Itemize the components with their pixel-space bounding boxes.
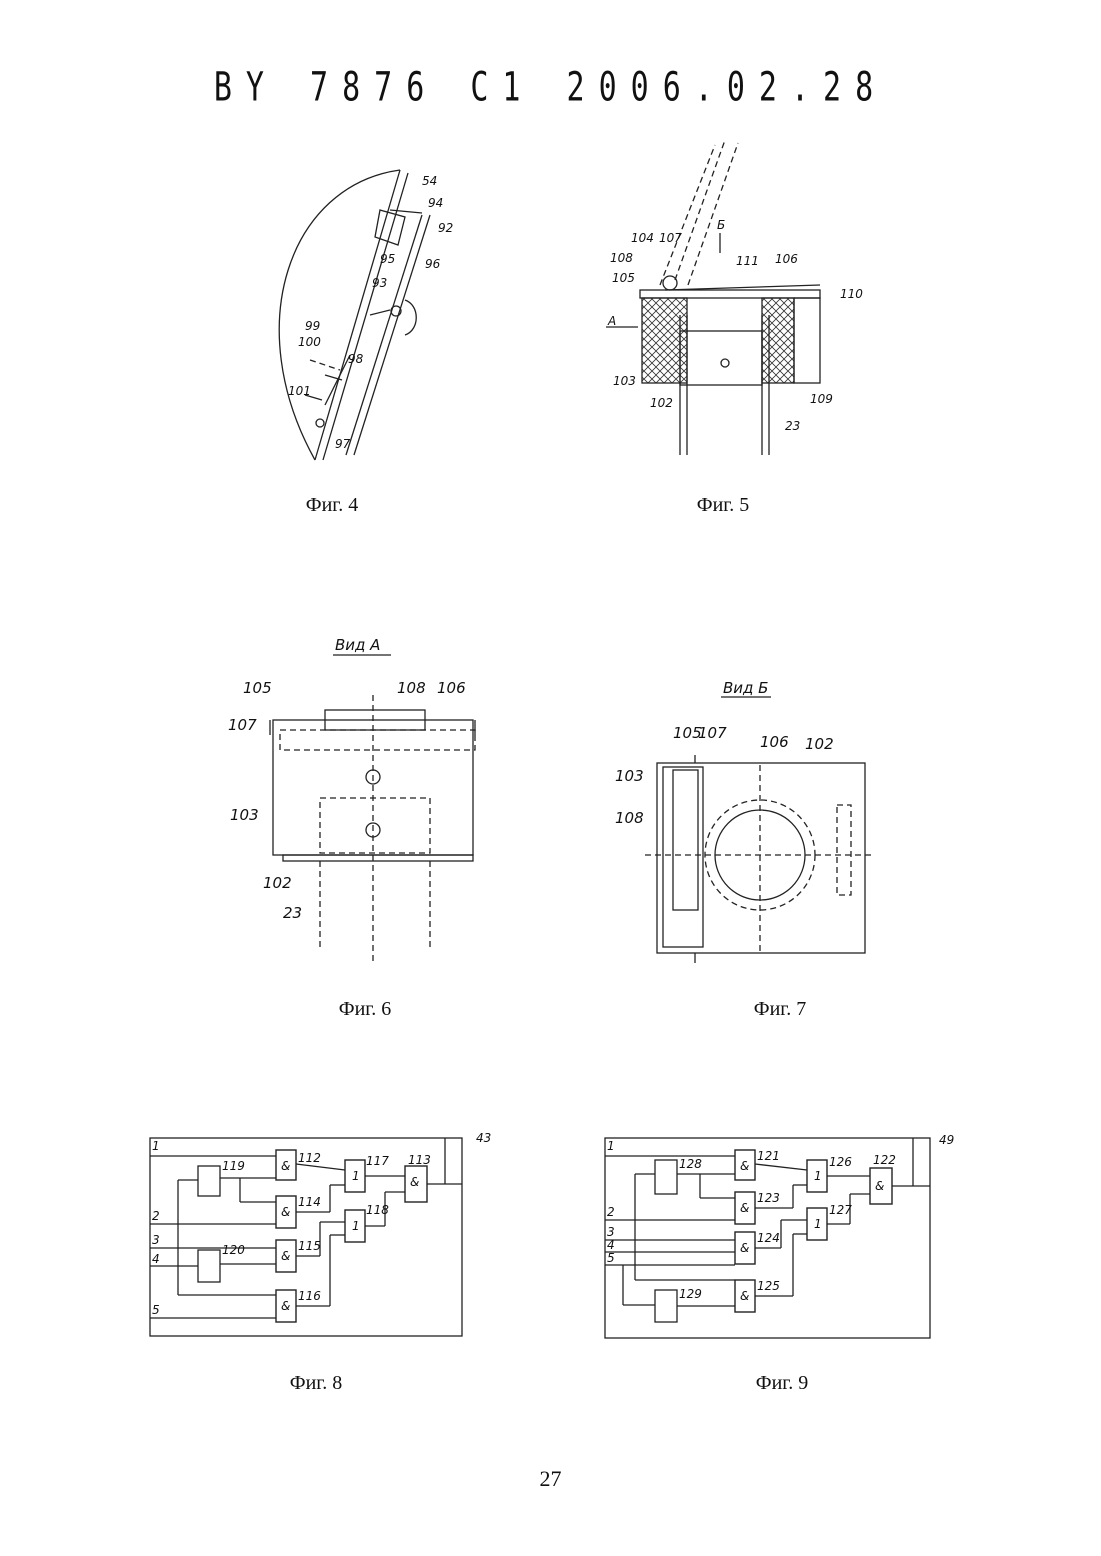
svg-text:102: 102 xyxy=(650,396,673,410)
svg-text:54: 54 xyxy=(422,174,437,188)
svg-text:102: 102 xyxy=(263,874,292,892)
svg-text:125: 125 xyxy=(757,1279,780,1293)
svg-text:&: & xyxy=(740,1241,749,1255)
figure-4-labels: 54 94 92 95 96 93 99 100 98 101 97 xyxy=(288,174,453,451)
svg-text:23: 23 xyxy=(785,419,800,433)
svg-text:1: 1 xyxy=(152,1139,160,1153)
svg-text:105: 105 xyxy=(243,679,272,697)
svg-text:102: 102 xyxy=(805,735,834,753)
page-number: 27 xyxy=(0,1466,1101,1492)
svg-text:98: 98 xyxy=(348,352,364,366)
svg-text:&: & xyxy=(740,1159,749,1173)
figure-9-caption: Фиг. 9 xyxy=(722,1372,842,1395)
svg-text:107: 107 xyxy=(698,724,727,742)
svg-text:&: & xyxy=(281,1299,290,1313)
svg-text:108: 108 xyxy=(610,251,633,265)
svg-text:95: 95 xyxy=(380,252,395,266)
figure-7-title: Вид Б xyxy=(723,679,768,697)
svg-text:103: 103 xyxy=(615,767,644,785)
svg-text:49: 49 xyxy=(939,1133,954,1147)
svg-text:129: 129 xyxy=(679,1287,702,1301)
svg-text:&: & xyxy=(281,1249,290,1263)
figure-8-logic-diagram: 43 1 2 3 4 5 112 119 117 113 114 118 120… xyxy=(140,1130,510,1345)
svg-text:3: 3 xyxy=(607,1225,615,1239)
svg-text:5: 5 xyxy=(152,1303,160,1317)
document-header: BY 7876 C1 2006.02.28 xyxy=(0,64,1101,111)
svg-text:107: 107 xyxy=(228,716,257,734)
figure-5-caption: Фиг. 5 xyxy=(663,494,783,517)
svg-text:43: 43 xyxy=(476,1131,491,1145)
svg-text:4: 4 xyxy=(152,1252,160,1266)
figure-9-labels: 49 1 2 3 4 5 121 128 126 122 123 127 124… xyxy=(607,1133,954,1303)
svg-text:2: 2 xyxy=(607,1205,615,1219)
svg-text:5: 5 xyxy=(607,1251,615,1265)
figure-6-title: Вид А xyxy=(335,636,380,654)
svg-text:Б: Б xyxy=(717,218,725,232)
svg-text:1: 1 xyxy=(352,1219,360,1233)
figure-6-caption: Фиг. 6 xyxy=(305,998,425,1021)
svg-text:&: & xyxy=(410,1175,419,1189)
figure-5-drawing: 104 107 108 105 Б 111 106 110 А 103 102 … xyxy=(600,135,870,465)
svg-text:&: & xyxy=(740,1201,749,1215)
svg-text:124: 124 xyxy=(757,1231,780,1245)
svg-text:92: 92 xyxy=(438,221,453,235)
figure-4-drawing: 54 94 92 95 96 93 99 100 98 101 97 xyxy=(250,165,480,470)
svg-text:106: 106 xyxy=(437,679,466,697)
svg-text:121: 121 xyxy=(757,1149,780,1163)
figure-7-labels: 105 107 106 102 103 108 xyxy=(615,724,834,827)
svg-text:101: 101 xyxy=(288,384,311,398)
svg-text:4: 4 xyxy=(607,1238,615,1252)
svg-text:117: 117 xyxy=(366,1154,389,1168)
svg-text:&: & xyxy=(875,1179,884,1193)
svg-text:1: 1 xyxy=(607,1139,615,1153)
svg-text:118: 118 xyxy=(366,1203,389,1217)
svg-text:23: 23 xyxy=(283,904,302,922)
svg-text:2: 2 xyxy=(152,1209,160,1223)
svg-text:96: 96 xyxy=(425,257,441,271)
svg-text:109: 109 xyxy=(810,392,833,406)
svg-text:&: & xyxy=(281,1205,290,1219)
svg-text:99: 99 xyxy=(305,319,320,333)
svg-text:114: 114 xyxy=(298,1195,321,1209)
svg-text:108: 108 xyxy=(615,809,644,827)
svg-text:110: 110 xyxy=(840,287,863,301)
figure-9-logic-diagram: 49 1 2 3 4 5 121 128 126 122 123 127 124… xyxy=(595,1130,970,1345)
svg-text:112: 112 xyxy=(298,1151,321,1165)
figure-6-drawing: Вид А 105 108 106 107 103 102 23 xyxy=(225,625,500,970)
svg-text:&: & xyxy=(281,1159,290,1173)
svg-text:93: 93 xyxy=(372,276,387,290)
svg-text:94: 94 xyxy=(428,196,443,210)
svg-text:111: 111 xyxy=(736,254,759,268)
figure-4-caption: Фиг. 4 xyxy=(272,494,392,517)
svg-text:104: 104 xyxy=(631,231,654,245)
svg-text:123: 123 xyxy=(757,1191,780,1205)
svg-text:113: 113 xyxy=(408,1153,431,1167)
svg-text:116: 116 xyxy=(298,1289,321,1303)
svg-text:120: 120 xyxy=(222,1243,245,1257)
svg-text:128: 128 xyxy=(679,1157,702,1171)
svg-text:119: 119 xyxy=(222,1159,245,1173)
svg-text:97: 97 xyxy=(335,437,351,451)
figure-7-caption: Фиг. 7 xyxy=(720,998,840,1021)
svg-text:1: 1 xyxy=(352,1169,360,1183)
svg-text:103: 103 xyxy=(230,806,259,824)
svg-text:106: 106 xyxy=(775,252,798,266)
svg-text:115: 115 xyxy=(298,1239,321,1253)
svg-text:107: 107 xyxy=(659,231,682,245)
svg-text:105: 105 xyxy=(612,271,635,285)
svg-text:127: 127 xyxy=(829,1203,852,1217)
svg-text:100: 100 xyxy=(298,335,321,349)
figure-8-caption: Фиг. 8 xyxy=(256,1372,376,1395)
svg-text:3: 3 xyxy=(152,1233,160,1247)
svg-text:103: 103 xyxy=(613,374,636,388)
svg-text:1: 1 xyxy=(814,1169,822,1183)
svg-text:&: & xyxy=(740,1289,749,1303)
svg-text:126: 126 xyxy=(829,1155,852,1169)
svg-text:122: 122 xyxy=(873,1153,896,1167)
figure-7-drawing: Вид Б 105 107 106 102 103 108 xyxy=(605,675,885,965)
svg-text:106: 106 xyxy=(760,733,789,751)
svg-text:1: 1 xyxy=(814,1217,822,1231)
svg-text:А: А xyxy=(607,314,616,328)
svg-text:108: 108 xyxy=(397,679,426,697)
